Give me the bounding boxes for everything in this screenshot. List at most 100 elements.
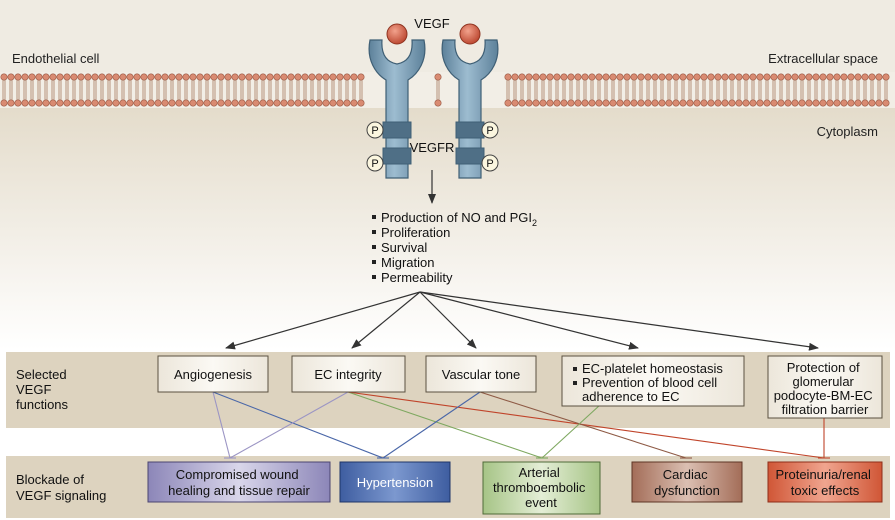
bullet [372, 275, 376, 279]
lipid-head [49, 99, 57, 107]
lipid-head [287, 99, 295, 107]
lipid-tail [191, 90, 195, 100]
lipid-head [560, 99, 568, 107]
lipid-tail [184, 90, 188, 100]
arrow-to-ec-platelet [419, 291, 639, 350]
lipid-head [700, 99, 708, 107]
lipid-tail [2, 90, 6, 100]
lipid-tail [667, 90, 671, 100]
lipid-tail [730, 90, 734, 100]
lipid-head [651, 73, 659, 81]
inhibit-ecintegrity-thrombo [347, 391, 543, 459]
function-arrows [225, 291, 819, 351]
lipid-tail [667, 80, 671, 90]
lipid-head [77, 73, 85, 81]
lipid-head [784, 73, 792, 81]
lipid-tail [716, 80, 720, 90]
lipid-head [14, 73, 22, 81]
lipid-tail [639, 90, 643, 100]
lipid-head [273, 99, 281, 107]
lipid-tail [156, 90, 160, 100]
lipid-head [280, 73, 288, 81]
lipid-head [168, 99, 176, 107]
lipid-head [175, 99, 183, 107]
lipid-tail [863, 80, 867, 90]
lipid-head [875, 73, 883, 81]
lipid-tail [646, 80, 650, 90]
lipid-tail [16, 90, 20, 100]
lipid-head [238, 99, 246, 107]
lipid-tail [261, 80, 265, 90]
lipid-tail [205, 80, 209, 90]
lipid-head [518, 99, 526, 107]
lipid-tail [828, 80, 832, 90]
lipid-tail [842, 90, 846, 100]
inhibition-lines [212, 391, 830, 459]
lipid-tail [268, 90, 272, 100]
lipid-head [581, 99, 589, 107]
lipid-tail [163, 80, 167, 90]
lipid-tail [779, 90, 783, 100]
lipid-head [868, 99, 876, 107]
lipid-head [259, 73, 267, 81]
lipid-tail [51, 80, 55, 90]
lipid-tail [513, 90, 517, 100]
lipid-head [833, 73, 841, 81]
effect-item: Production of NO and PGI2 [381, 210, 537, 228]
bullet [372, 245, 376, 249]
lipid-head [882, 73, 890, 81]
cell-membrane [0, 73, 890, 107]
lipid-tail [289, 90, 293, 100]
lipid-tail [37, 80, 41, 90]
lipid-tail [541, 80, 545, 90]
lipid-tail [247, 80, 251, 90]
lipid-head [322, 99, 330, 107]
lipid-tail [730, 80, 734, 90]
lipid-head [728, 73, 736, 81]
lipid-tail [527, 90, 531, 100]
lipid-head [784, 99, 792, 107]
lipid-head [329, 73, 337, 81]
lipid-tail [86, 90, 90, 100]
lipid-tail [779, 80, 783, 90]
lipid-tail [58, 80, 62, 90]
selected-functions-label: Selected VEGF functions [16, 367, 70, 412]
lipid-head [686, 99, 694, 107]
lipid-head [532, 99, 540, 107]
lipid-tail [184, 80, 188, 90]
lipid-tail [821, 90, 825, 100]
lipid-tail [282, 90, 286, 100]
lipid-tail [688, 90, 692, 100]
lipid-head [329, 99, 337, 107]
function-label: adherence to EC [582, 389, 680, 404]
lipid-head [231, 99, 239, 107]
lipid-head [35, 99, 43, 107]
lipid-tail [275, 80, 279, 90]
lipid-head [763, 99, 771, 107]
lipid-tail [142, 80, 146, 90]
lipid-head [854, 73, 862, 81]
lipid-tail [751, 80, 755, 90]
lipid-head [588, 99, 596, 107]
lipid-tail [800, 80, 804, 90]
lipid-head [168, 73, 176, 81]
lipid-head [616, 99, 624, 107]
lipid-head [679, 73, 687, 81]
function-box-glomerular-barrier: Protection of glomerular podocyte-BM-EC … [767, 355, 883, 419]
lipid-head [707, 73, 715, 81]
lipid-tail [856, 80, 860, 90]
lipid-tail [807, 80, 811, 90]
lipid-tail [303, 80, 307, 90]
lipid-tail [877, 80, 881, 90]
blockade-label: Blockade of VEGF signaling [16, 472, 106, 503]
lipid-head [0, 73, 8, 81]
effect-item: Permeability [381, 270, 453, 285]
lipid-head [343, 99, 351, 107]
consequence-label: Cardiac dysfunction [654, 467, 720, 498]
lipid-tail [653, 90, 657, 100]
lipid-head [763, 73, 771, 81]
lipid-tail [800, 90, 804, 100]
lipid-head [119, 99, 127, 107]
lipid-head [182, 73, 190, 81]
lipid-tail [877, 90, 881, 100]
